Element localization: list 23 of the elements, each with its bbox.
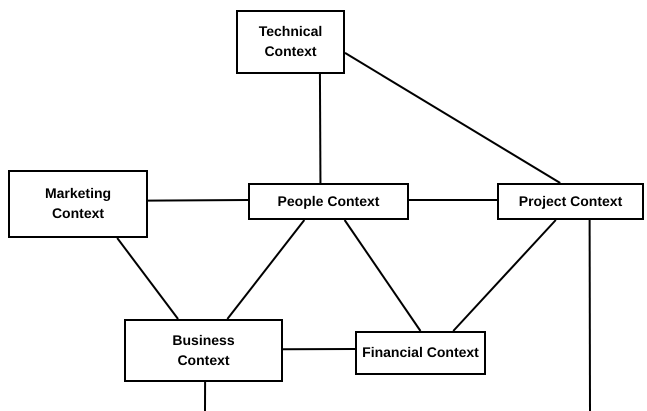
box-label: Project Context bbox=[518, 192, 622, 211]
connector-line bbox=[452, 219, 557, 332]
connector-line bbox=[116, 237, 179, 320]
context-box bbox=[355, 331, 486, 375]
connector-line bbox=[204, 382, 206, 411]
context-box bbox=[497, 183, 644, 220]
connector-line bbox=[226, 219, 306, 320]
box-label: Marketing Context bbox=[44, 184, 112, 223]
context-box bbox=[236, 10, 345, 74]
context-box bbox=[8, 170, 148, 238]
connector-line bbox=[283, 348, 355, 350]
box-label: Financial Context bbox=[362, 343, 479, 362]
connector-line bbox=[409, 199, 497, 202]
context-box bbox=[124, 319, 283, 382]
connector-line bbox=[148, 199, 248, 202]
box-label: Business Context bbox=[171, 330, 236, 370]
connector-line bbox=[344, 219, 422, 332]
box-label: People Context bbox=[278, 192, 380, 211]
connector-line bbox=[318, 74, 322, 183]
connector-line bbox=[588, 220, 591, 411]
context-box bbox=[248, 183, 409, 220]
box-label: Technical Context bbox=[258, 22, 324, 61]
connector-line bbox=[344, 52, 561, 184]
